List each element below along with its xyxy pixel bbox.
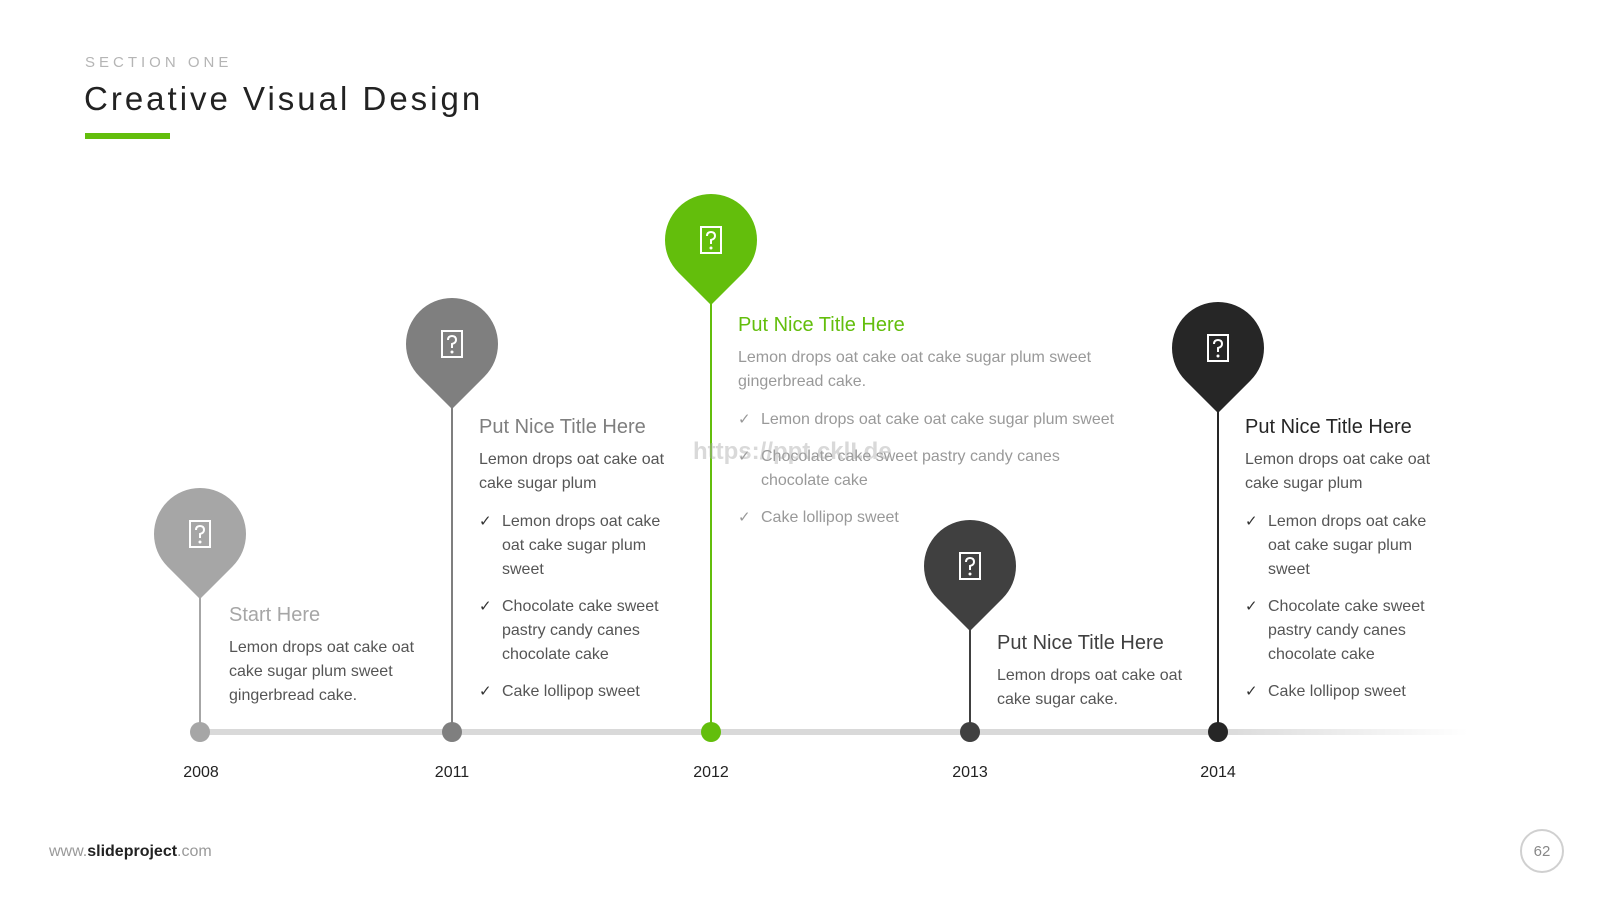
milestone-dot [960,722,980,742]
timeline-axis [198,729,1468,735]
bullet-text: Cake lollipop sweet [1268,683,1406,700]
milestone-content: Put Nice Title Here Lemon drops oat cake… [1245,416,1445,717]
url-suffix: .com [177,843,212,860]
bullet-item: ✓ Cake lollipop sweet [738,506,1138,530]
milestone-description: Lemon drops oat cake oat cake sugar cake… [997,667,1183,708]
check-icon: ✓ [738,448,751,465]
footer-url[interactable]: www.slideproject.com [49,843,212,861]
bullet-list: ✓ Lemon drops oat cake oat cake sugar plu… [479,510,679,704]
url-prefix: www. [49,843,88,860]
bullet-text: Lemon drops oat cake oat cake sugar plum… [761,411,1115,428]
milestone-stem [710,292,712,730]
milestone-title: Start Here [229,604,321,626]
milestone-year: 2014 [1200,764,1236,781]
milestone-content: Put Nice Title Here Lemon drops oat cake… [997,632,1197,712]
bullet-item: ✓ Chocolate cake sweet pastry candy canes… [1245,595,1445,667]
check-icon: ✓ [738,509,751,526]
check-icon: ✓ [479,683,492,700]
milestone-year: 2012 [693,764,729,781]
bullet-text: Chocolate cake sweet pastry candy canes … [1268,598,1425,663]
check-icon: ✓ [479,513,492,530]
page-number: 62 [1520,829,1564,873]
milestone-content: Put Nice Title Here Lemon drops oat cake… [479,416,679,717]
bullet-item: ✓ Chocolate cake sweet pastry candy canes… [738,445,1081,493]
milestone-content: Put Nice Title Here Lemon drops oat cake… [738,314,1138,543]
milestone-stem [451,392,453,730]
bullet-item: ✓ Lemon drops oat cake oat cake sugar plu… [479,510,679,582]
milestone-title: Put Nice Title Here [738,314,905,336]
bullet-item: ✓ Chocolate cake sweet pastry candy canes… [479,595,679,667]
bullet-item: ✓ Cake lollipop sweet [479,680,679,704]
bullet-item: ✓ Lemon drops oat cake oat cake sugar plu… [738,408,1138,432]
milestone-dot [190,722,210,742]
bullet-text: Lemon drops oat cake oat cake sugar plum… [1268,513,1427,578]
placeholder-icon [154,488,246,580]
url-brand: slideproject [87,843,178,860]
page-title: Creative Visual Design [84,80,484,117]
check-icon: ✓ [1245,598,1258,615]
bullet-item: ✓ Cake lollipop sweet [1245,680,1445,704]
milestone-stem [969,612,971,730]
milestone-description: Lemon drops oat cake oat cake sugar plum [479,451,665,492]
title-underline [85,133,170,139]
bullet-text: Chocolate cake sweet pastry candy canes … [761,448,1060,489]
bullet-text: Chocolate cake sweet pastry candy canes … [502,598,659,663]
bullet-list: ✓ Lemon drops oat cake oat cake sugar plu… [738,408,1138,530]
milestone-year: 2008 [183,764,219,781]
section-label: SECTION ONE [85,54,233,71]
placeholder-icon [406,298,498,390]
check-icon: ✓ [1245,513,1258,530]
milestone-description: Lemon drops oat cake oat cake sugar plum [1245,451,1431,492]
bullet-text: Lemon drops oat cake oat cake sugar plum… [502,513,661,578]
check-icon: ✓ [479,598,492,615]
watermark: https://ppt.cklI.de [693,438,892,465]
bullet-item: ✓ Lemon drops oat cake oat cake sugar plu… [1245,510,1445,582]
milestone-year: 2011 [434,764,470,781]
milestone-title: Put Nice Title Here [1245,416,1412,438]
bullet-text: Cake lollipop sweet [502,683,640,700]
milestone-description: Lemon drops oat cake oat cake sugar plum… [738,349,1092,390]
bullet-list: ✓ Lemon drops oat cake oat cake sugar plu… [1245,510,1445,704]
milestone-dot [701,722,721,742]
placeholder-icon [665,194,757,286]
milestone-title: Put Nice Title Here [997,632,1164,654]
milestone-dot [442,722,462,742]
check-icon: ✓ [1245,683,1258,700]
check-icon: ✓ [738,411,751,428]
milestone-title: Put Nice Title Here [479,416,646,438]
milestone-stem [199,580,201,730]
milestone-content: Start Here Lemon drops oat cake oat cake… [229,604,429,708]
milestone-dot [1208,722,1228,742]
milestone-stem [1217,396,1219,730]
placeholder-icon [1172,302,1264,394]
bullet-text: Cake lollipop sweet [761,509,899,526]
placeholder-icon [924,520,1016,612]
milestone-year: 2013 [952,764,988,781]
milestone-description: Lemon drops oat cake oat cake sugar plum… [229,639,415,704]
